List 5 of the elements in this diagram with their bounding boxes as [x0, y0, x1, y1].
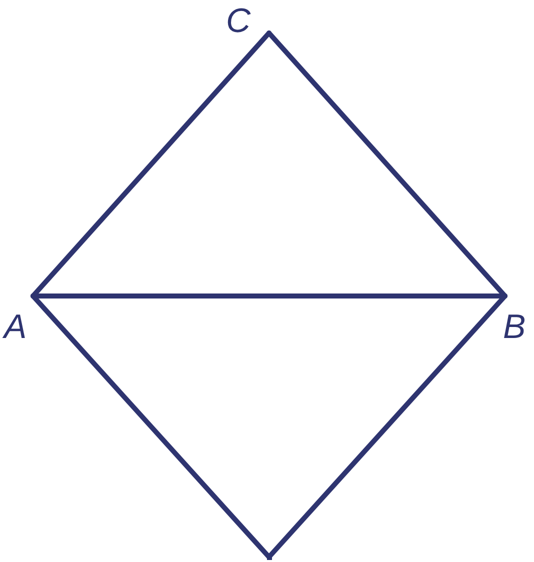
vertex-label: C: [226, 4, 251, 38]
vertex-label: B: [503, 310, 526, 344]
line-segment: [266, 294, 508, 560]
vertex-label: A: [4, 310, 27, 344]
line-segment: [30, 294, 272, 560]
